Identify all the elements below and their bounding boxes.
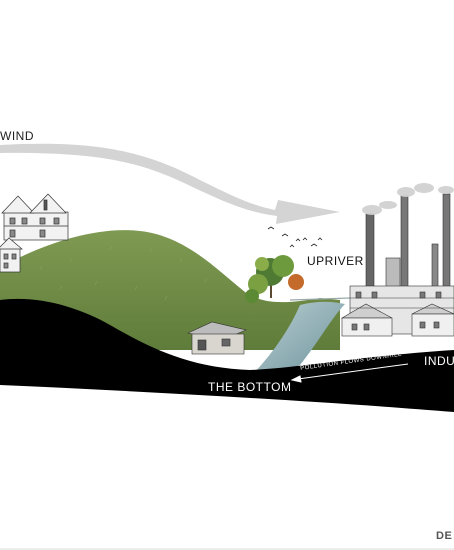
credit-label: DE (436, 530, 453, 542)
river (255, 301, 345, 373)
victorian-house-small-icon (0, 237, 23, 273)
grass-texture (39, 245, 208, 301)
upriver-label: UPRIVER (307, 254, 364, 268)
pollution-arrow-icon (290, 363, 409, 383)
ground-cross-section (0, 298, 454, 412)
bridge (289, 297, 351, 301)
shack-icon (187, 321, 247, 355)
industry-label: INDU (424, 354, 454, 368)
bottom-divider (0, 548, 454, 550)
the-bottom-label: THE BOTTOM (208, 380, 292, 394)
smoke-plumes (362, 183, 454, 215)
trees-icon (245, 255, 304, 303)
victorian-house-icon (1, 193, 69, 241)
factory-icon (340, 193, 454, 337)
wind-arrow-icon (0, 143, 340, 224)
wind-label: WIND (0, 129, 34, 143)
birds-icon (267, 226, 323, 248)
